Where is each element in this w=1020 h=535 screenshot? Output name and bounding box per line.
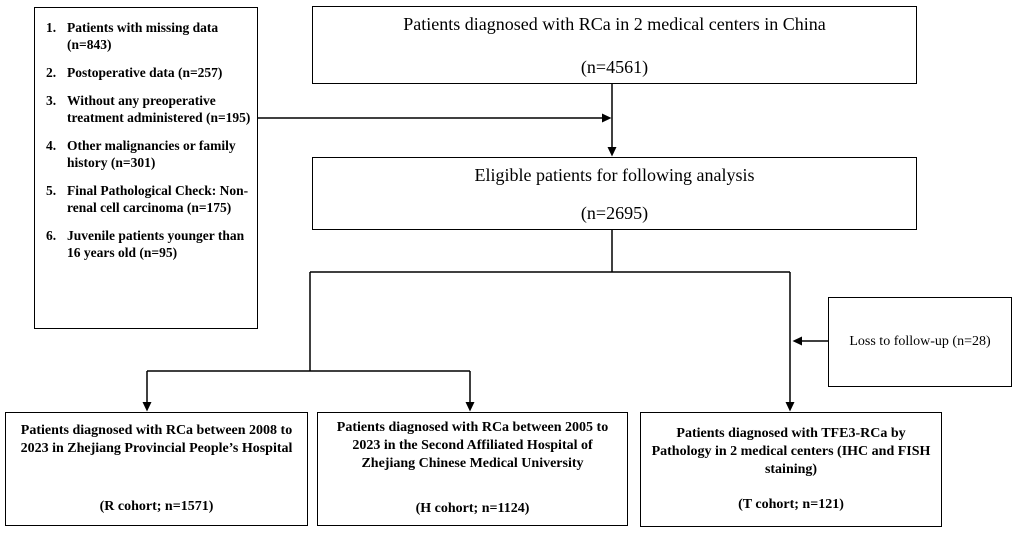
r-cohort-box: Patients diagnosed with RCa between 2008… <box>5 412 308 526</box>
total-patients-n: (n=4561) <box>580 57 649 78</box>
arrowhead-into-h-box <box>465 402 475 412</box>
total-patients-title: Patients diagnosed with RCa in 2 medical… <box>403 14 826 34</box>
arrowhead-into-eligible-box <box>607 147 617 157</box>
h-cohort-title: Patients diagnosed with RCa between 2005… <box>336 420 609 471</box>
exclusion-item-text: Postoperative data (n=257) <box>67 65 223 80</box>
r-cohort-n: (R cohort; n=1571) <box>99 499 214 515</box>
left-branch-line <box>147 272 470 372</box>
exclusion-item-text: Patients with missing data (n=843) <box>67 20 219 52</box>
arrowhead-into-r-box <box>142 402 152 412</box>
t-cohort-n: (T cohort; n=121) <box>738 497 844 513</box>
exclusion-item-number: 5. <box>46 183 57 198</box>
exclusion-item-number: 6. <box>46 228 57 243</box>
t-cohort-title: Patients diagnosed with TFE3-RCa by Path… <box>651 426 931 477</box>
exclusion-item-text: Final Pathological Check: Non-renal cell… <box>67 183 249 215</box>
arrowhead-from-loss-box <box>792 336 802 346</box>
exclusion-item-text: Other malignancies or family history (n=… <box>67 138 236 170</box>
exclusion-item-number: 1. <box>46 20 57 35</box>
exclusion-item-number: 4. <box>46 138 57 153</box>
eligible-patients-n: (n=2695) <box>580 203 649 224</box>
t-cohort-box: Patients diagnosed with TFE3-RCa by Path… <box>640 412 942 527</box>
exclusion-item-1: 1. Patients with missing data (n=843) <box>46 19 253 53</box>
h-cohort-box: Patients diagnosed with RCa between 2005… <box>317 412 628 526</box>
r-cohort-title: Patients diagnosed with RCa between 2008… <box>20 423 293 456</box>
loss-to-followup-label: Loss to follow-up (n=28) <box>849 334 991 349</box>
exclusion-item-text: Without any preoperative treatment admin… <box>67 93 251 125</box>
exclusion-item-3: 3. Without any preoperative treatment ad… <box>46 92 253 126</box>
exclusion-item-text: Juvenile patients younger than 16 years … <box>67 228 245 260</box>
arrowhead-into-middle-line <box>602 113 612 123</box>
exclusion-item-4: 4. Other malignancies or family history … <box>46 137 253 171</box>
eligible-split-line <box>310 230 790 273</box>
exclusion-item-number: 2. <box>46 65 57 80</box>
h-cohort-n: (H cohort; n=1124) <box>415 501 530 517</box>
exclusion-criteria-box: 1. Patients with missing data (n=843) 2.… <box>34 7 258 329</box>
arrowhead-into-t-box <box>785 402 795 412</box>
eligible-patients-box: Eligible patients for following analysis… <box>312 157 917 230</box>
total-patients-box: Patients diagnosed with RCa in 2 medical… <box>312 6 917 84</box>
exclusion-item-6: 6. Juvenile patients younger than 16 yea… <box>46 227 253 261</box>
eligible-patients-title: Eligible patients for following analysis <box>474 165 755 185</box>
exclusion-item-number: 3. <box>46 93 57 108</box>
exclusion-item-2: 2. Postoperative data (n=257) <box>46 64 253 81</box>
exclusion-item-5: 5. Final Pathological Check: Non-renal c… <box>46 182 253 216</box>
loss-to-followup-box: Loss to follow-up (n=28) <box>828 297 1012 387</box>
